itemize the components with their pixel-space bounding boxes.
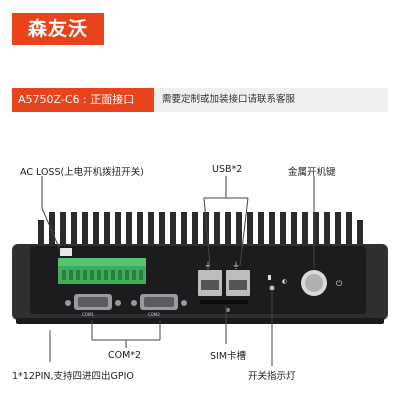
com2-marking: COM2 [148, 312, 160, 317]
sim-slot[interactable] [200, 300, 248, 304]
indicator-label: 开关指示灯 [248, 371, 296, 382]
usb-port-1[interactable] [198, 270, 222, 296]
model-note: 需要定制或加装接口请联系客服 [154, 88, 388, 112]
com2-port[interactable] [131, 294, 187, 310]
model-bar: A5750Z-C6 : 正面接口 需要定制或加装接口请联系客服 [12, 88, 388, 112]
power-button[interactable] [301, 270, 327, 296]
ac-loss-switch[interactable] [60, 248, 72, 256]
ac-loss-label: AC LOSS(上电开机拨扭开关) [20, 167, 144, 178]
usb-port-2[interactable] [226, 270, 250, 296]
model-tag: A5750Z-C6 : 正面接口 [12, 88, 154, 112]
callout-lines [41, 176, 315, 366]
led-indicator-icon [268, 275, 271, 280]
com-label: COM*2 [108, 350, 142, 361]
device-base [16, 318, 384, 324]
sim-label: SIM卡槽 [210, 351, 247, 362]
led-indicator [269, 285, 275, 291]
sim-icon [226, 308, 230, 312]
gpio-terminal-block [58, 258, 146, 284]
brand-logo-text: 森友沃 [27, 18, 88, 40]
power-key-label: 金属开机键 [288, 167, 336, 178]
com1-port[interactable] [65, 294, 121, 310]
power-icon: ⏻ [336, 279, 343, 288]
brand-logo: 森友沃 [12, 13, 104, 45]
usb-icon: ⏚ [204, 261, 212, 270]
usb-label: USB*2 [212, 164, 243, 175]
usb-icon: ⏚ [232, 261, 240, 270]
gpio-label: 1*12PIN,支持四进四出GPIO [12, 371, 134, 382]
heatsink-fins [38, 212, 363, 248]
com1-marking: COM1 [82, 312, 94, 317]
indicator-icon: ◐ [282, 278, 287, 285]
